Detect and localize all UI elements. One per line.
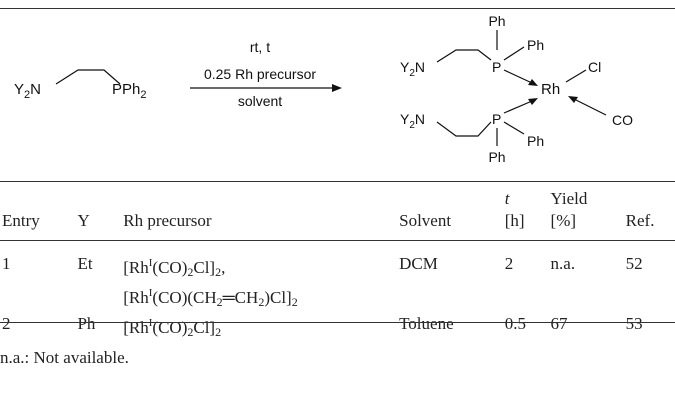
bond-p-ph-top-right bbox=[503, 46, 525, 61]
co-ligand: CO bbox=[612, 112, 633, 128]
header-y: Y bbox=[77, 188, 124, 241]
header-yield: Yield [%] bbox=[550, 188, 626, 241]
header-yield-label: Yield bbox=[550, 189, 588, 208]
reaction-scheme: Y2N PPh2 rt, t 0.25 Rh precursor solvent… bbox=[14, 13, 633, 165]
header-ref: Ref. bbox=[625, 188, 675, 241]
arrowhead-p-rh-top bbox=[528, 79, 538, 86]
arrowhead-p-rh-bot bbox=[528, 98, 538, 105]
bond-p-rh-bot bbox=[503, 100, 533, 114]
header-t: t [h] bbox=[504, 188, 551, 241]
p-top: P bbox=[492, 59, 501, 75]
reactant-bonds bbox=[55, 69, 121, 85]
ph-bot: Ph bbox=[488, 149, 505, 165]
bond-p-ph-bot-right bbox=[503, 121, 525, 135]
cell-ref: 53 bbox=[625, 314, 643, 333]
header-rh-precursor: Rh precursor bbox=[123, 188, 400, 241]
table-row: 2 Ph [RhI(CO)2Cl]2 Toluene 0.5 67 53 bbox=[0, 313, 675, 343]
bond-p-rh-top bbox=[503, 69, 533, 84]
rh-precursor-line1: [RhI(CO)2Cl]2, bbox=[123, 257, 226, 279]
cell-yield: 67 bbox=[550, 314, 568, 333]
rh-precursor-line1: [RhI(CO)2Cl]2 bbox=[123, 317, 222, 339]
cell-rh-precursor: [RhI(CO)2Cl]2 bbox=[123, 313, 399, 343]
cell-t: 2 bbox=[504, 254, 514, 273]
table-header-row: Entry Y Rh precursor Solvent t [h] Yield [… bbox=[0, 188, 675, 241]
reaction-arrowhead bbox=[332, 84, 342, 92]
cell-ref: 52 bbox=[625, 254, 643, 273]
bonds-top-ligand bbox=[436, 49, 492, 63]
header-yield-unit: [%] bbox=[550, 211, 577, 230]
ph-top: Ph bbox=[488, 13, 505, 29]
p-bot: P bbox=[492, 111, 501, 127]
condition-precursor: 0.25 Rh precursor bbox=[204, 66, 316, 82]
header-t-unit: [h] bbox=[504, 211, 525, 230]
table-bottom-rule bbox=[0, 322, 675, 323]
cl-ligand: Cl bbox=[588, 59, 601, 75]
cell-yield: n.a. bbox=[550, 254, 576, 273]
cell-y: Et bbox=[77, 254, 93, 273]
condition-solvent: solvent bbox=[238, 93, 282, 109]
cell-rh-precursor: [RhI(CO)2Cl]2, [RhI(CO)(CH2═CH2)Cl]2 bbox=[123, 241, 399, 314]
header-t-symbol: t bbox=[504, 189, 510, 208]
arrowhead-co-rh bbox=[568, 96, 578, 103]
bonds-bottom-ligand bbox=[436, 121, 492, 137]
ph-bot-right: Ph bbox=[527, 133, 544, 149]
ph-top-right: Ph bbox=[527, 37, 544, 53]
cell-solvent: Toluene bbox=[399, 314, 454, 333]
scheme-bottom-rule bbox=[0, 181, 675, 182]
header-entry: Entry bbox=[0, 188, 78, 241]
footnote: n.a.: Not available. bbox=[0, 348, 129, 367]
rh-center: Rh bbox=[541, 81, 560, 98]
y2n-bot: Y2N bbox=[400, 111, 425, 131]
cell-entry: 2 bbox=[2, 314, 11, 333]
data-table: Entry Y Rh precursor Solvent t [h] Yield [… bbox=[0, 188, 675, 343]
header-solvent: Solvent bbox=[399, 188, 505, 241]
top-rule bbox=[0, 8, 675, 9]
cell-solvent: DCM bbox=[399, 254, 438, 273]
reactant-y2n: Y2N bbox=[14, 81, 41, 101]
bond-rh-cl bbox=[565, 69, 587, 83]
cell-t: 0.5 bbox=[504, 314, 526, 333]
cell-y: Ph bbox=[77, 314, 96, 333]
reactant-pph2: PPh2 bbox=[112, 81, 146, 101]
bond-co-rh bbox=[573, 98, 607, 116]
cell-entry: 1 bbox=[2, 254, 11, 273]
rh-precursor-line2: [RhI(CO)(CH2═CH2)Cl]2 bbox=[123, 287, 298, 309]
table-row: 1 Et [RhI(CO)2Cl]2, [RhI(CO)(CH2═CH2)Cl]… bbox=[0, 241, 675, 314]
y2n-top: Y2N bbox=[400, 59, 425, 79]
condition-rt: rt, t bbox=[250, 39, 270, 55]
